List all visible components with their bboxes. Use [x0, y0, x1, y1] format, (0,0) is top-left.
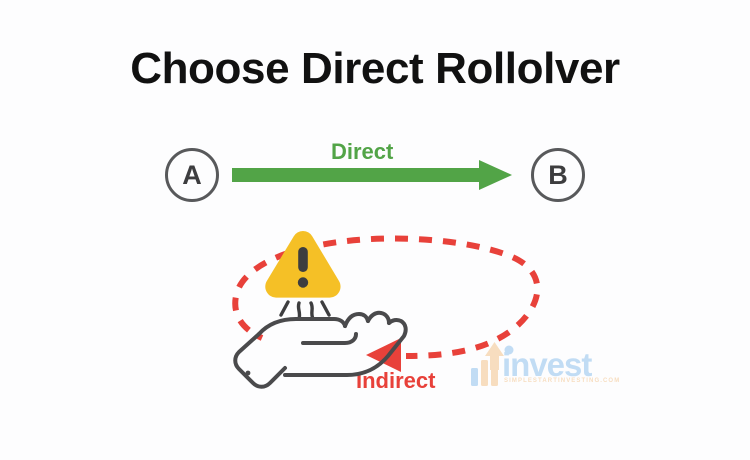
node-a-label: A [182, 159, 202, 190]
indirect-label: Indirect [356, 368, 436, 393]
page-title: Choose Direct Rollolver [130, 44, 620, 93]
warning-triangle-icon [265, 231, 341, 298]
node-b: B [531, 148, 585, 202]
logo-tagline: SIMPLESTARTINVESTING.COM [504, 378, 621, 384]
direct-label: Direct [331, 139, 394, 164]
invest-logo: invest SIMPLESTARTINVESTING.COM [468, 340, 619, 396]
motion-lines-icon [279, 300, 331, 321]
node-a: A [165, 148, 219, 202]
logo-wordmark: invest [502, 346, 592, 383]
node-b-label: B [548, 159, 568, 190]
logo-mark-icon [471, 342, 514, 386]
